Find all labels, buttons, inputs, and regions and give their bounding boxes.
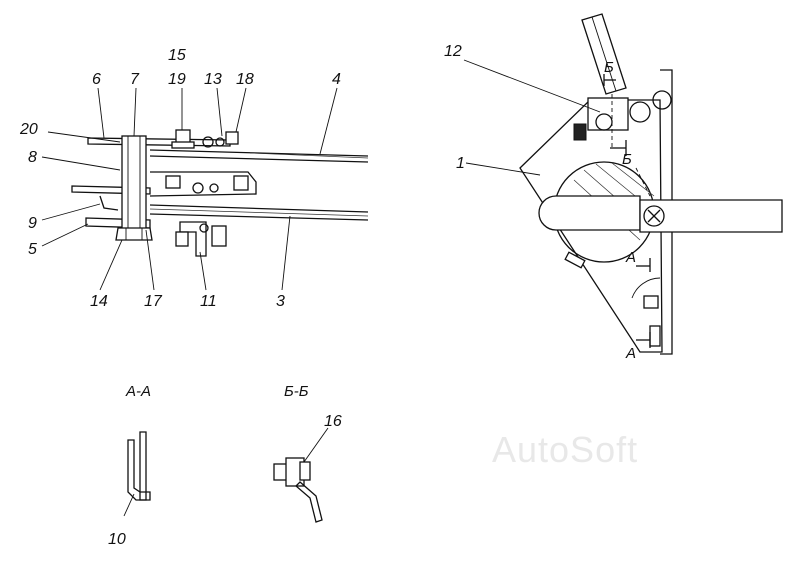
label-1: 1 — [456, 155, 465, 172]
section-labels: А-А Б-Б А А Б Б — [125, 59, 636, 400]
label-10: 10 — [108, 531, 126, 548]
label-15: 15 — [168, 47, 186, 64]
label-8: 8 — [28, 149, 37, 166]
section-title-b-b: Б-Б — [284, 383, 309, 400]
label-4: 4 — [332, 71, 341, 88]
section-mark-b-upper: Б — [604, 59, 614, 76]
label-12: 12 — [444, 43, 462, 60]
right-leaders — [463, 59, 601, 176]
label-9: 9 — [28, 215, 37, 232]
label-20: 20 — [19, 121, 38, 138]
watermark: AutoSoft — [492, 429, 638, 470]
section-mark-a-upper: А — [625, 249, 636, 266]
label-13: 13 — [204, 71, 222, 88]
label-3: 3 — [276, 293, 285, 310]
section-title-a-a: А-А — [125, 383, 151, 400]
label-7: 7 — [130, 71, 140, 88]
right-assembly-view — [519, 13, 783, 355]
section-mark-a-lower: А — [625, 345, 636, 362]
label-18: 18 — [236, 71, 254, 88]
label-17: 17 — [144, 293, 163, 310]
label-16: 16 — [324, 413, 342, 430]
label-14: 14 — [90, 293, 108, 310]
part-number-labels: 6 7 15 19 13 18 4 20 8 9 5 14 17 11 3 12… — [19, 43, 465, 548]
section-b-b-view — [273, 427, 329, 523]
label-11: 11 — [200, 293, 217, 310]
left-leaders — [41, 87, 338, 291]
label-19: 19 — [168, 71, 186, 88]
left-assembly-view — [71, 129, 369, 257]
section-mark-b-lower: Б — [622, 151, 632, 168]
label-5: 5 — [28, 241, 37, 258]
label-6: 6 — [92, 71, 101, 88]
section-a-a-view — [123, 431, 151, 517]
